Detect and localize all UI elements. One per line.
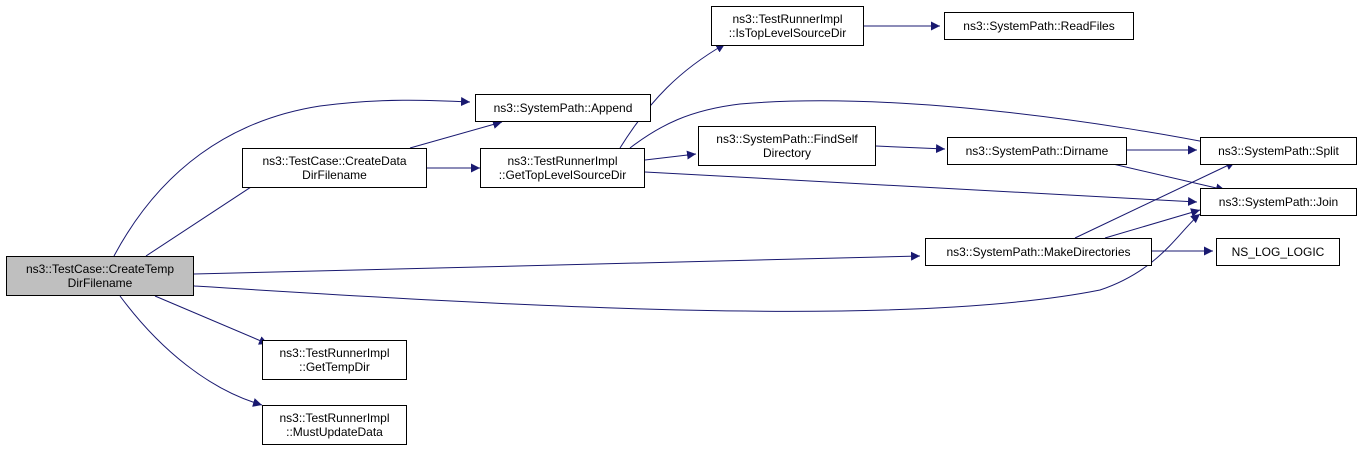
node-label: ns3::SystemPath::Join xyxy=(1218,195,1339,209)
node-system-path-split[interactable]: ns3::SystemPath::Split xyxy=(1200,137,1357,165)
edge-dirname-join xyxy=(1099,160,1226,193)
node-label: ::MustUpdateData xyxy=(286,425,383,439)
edge-root-get-temp-dir xyxy=(154,295,269,345)
node-label: DirFilename xyxy=(302,168,367,182)
node-label: Directory xyxy=(762,146,811,160)
node-system-path-make-directories[interactable]: ns3::SystemPath::MakeDirectories xyxy=(925,238,1152,266)
edge-root-append xyxy=(113,97,471,257)
node-label: ns3::TestRunnerImpl xyxy=(732,12,843,26)
node-must-update-data[interactable]: ns3::TestRunnerImpl ::MustUpdateData xyxy=(262,405,407,445)
node-label: ns3::TestCase::CreateTemp xyxy=(25,262,175,276)
node-find-self-directory[interactable]: ns3::SystemPath::FindSelf Directory xyxy=(698,126,876,166)
edge-create-data-dir-append xyxy=(409,120,503,149)
node-system-path-dirname[interactable]: ns3::SystemPath::Dirname xyxy=(947,137,1127,165)
node-label: ns3::TestRunnerImpl xyxy=(279,346,390,360)
edge-get-top-level-split xyxy=(629,100,1221,149)
node-label: ns3::SystemPath::Split xyxy=(1218,144,1339,158)
node-system-path-append[interactable]: ns3::SystemPath::Append xyxy=(475,94,651,122)
node-create-data-dir-filename[interactable]: ns3::TestCase::CreateData DirFilename xyxy=(242,148,427,188)
node-system-path-join[interactable]: ns3::SystemPath::Join xyxy=(1200,188,1357,216)
node-get-top-level-source-dir[interactable]: ns3::TestRunnerImpl ::GetTopLevelSourceD… xyxy=(480,148,645,188)
node-label: ns3::SystemPath::Dirname xyxy=(965,144,1109,158)
edge-get-top-level-is-top-level xyxy=(619,43,726,149)
node-label: DirFilename xyxy=(67,276,133,290)
node-label: ::IsTopLevelSourceDir xyxy=(728,26,847,40)
edge-find-self-dirname xyxy=(875,144,946,154)
node-label: NS_LOG_LOGIC xyxy=(1231,245,1325,259)
node-label: ns3::SystemPath::FindSelf xyxy=(716,132,858,146)
node-is-top-level-source-dir[interactable]: ns3::TestRunnerImpl ::IsTopLevelSourceDi… xyxy=(711,6,864,46)
node-get-temp-dir[interactable]: ns3::TestRunnerImpl ::GetTempDir xyxy=(262,340,407,380)
node-label: ns3::TestRunnerImpl xyxy=(507,154,618,168)
edge-get-top-level-join xyxy=(644,171,1198,207)
node-create-temp-dir-filename[interactable]: ns3::TestCase::CreateTemp DirFilename xyxy=(6,256,194,296)
node-ns-log-logic[interactable]: NS_LOG_LOGIC xyxy=(1216,238,1340,266)
edge-root-must-update xyxy=(119,295,263,407)
node-label: ::GetTopLevelSourceDir xyxy=(498,168,627,182)
node-label: ns3::SystemPath::ReadFiles xyxy=(963,19,1115,33)
node-system-path-read-files[interactable]: ns3::SystemPath::ReadFiles xyxy=(944,12,1134,40)
edge-root-make-dirs xyxy=(193,251,921,275)
edge-make-dirs-split xyxy=(1074,161,1236,239)
edge-root-join xyxy=(193,213,1201,312)
node-label: ns3::SystemPath::MakeDirectories xyxy=(946,245,1131,259)
node-label: ns3::TestCase::CreateData xyxy=(262,154,407,168)
node-label: ::GetTempDir xyxy=(299,360,370,374)
edge-make-dirs-join xyxy=(1104,208,1201,239)
edge-get-top-level-find-self xyxy=(644,150,697,161)
node-label: ns3::SystemPath::Append xyxy=(493,101,633,115)
node-label: ns3::TestRunnerImpl xyxy=(279,411,390,425)
